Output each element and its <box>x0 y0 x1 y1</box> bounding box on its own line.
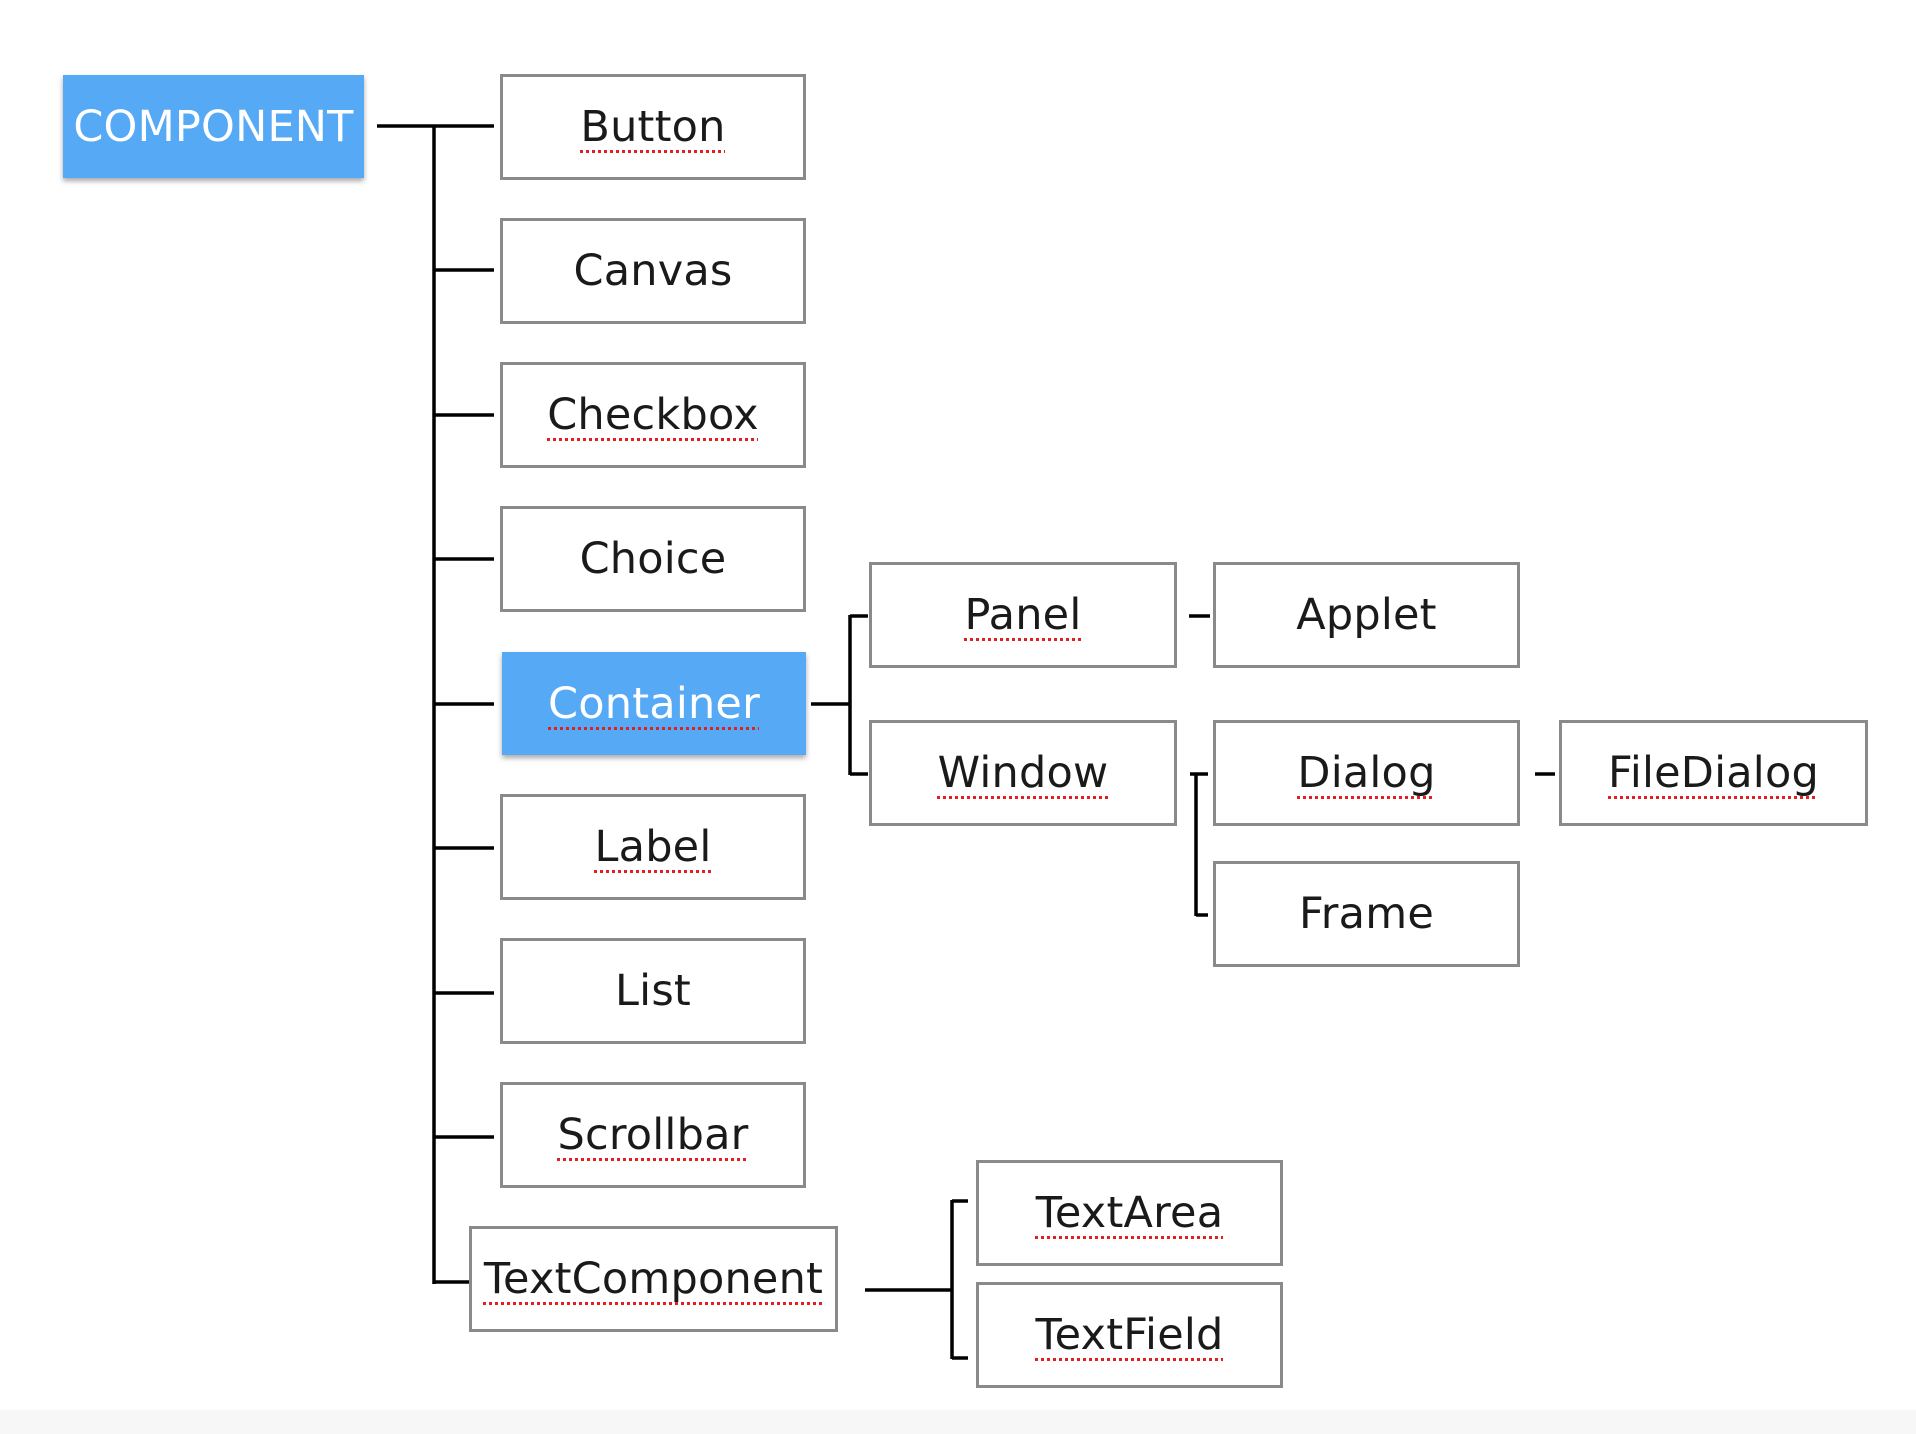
node-textfield-label: TextField <box>1035 1310 1224 1360</box>
node-canvas: Canvas <box>500 218 806 324</box>
node-window: Window <box>869 720 1177 826</box>
node-button-label: Button <box>580 102 726 152</box>
node-textfield: TextField <box>976 1282 1283 1388</box>
node-frame-label: Frame <box>1299 889 1434 939</box>
bottom-band <box>0 1410 1916 1434</box>
node-textcomponent: TextComponent <box>469 1226 838 1332</box>
node-scrollbar-label: Scrollbar <box>557 1110 749 1160</box>
node-panel-label: Panel <box>964 590 1082 640</box>
node-choice-label: Choice <box>579 534 727 584</box>
node-checkbox: Checkbox <box>500 362 806 468</box>
node-canvas-label: Canvas <box>573 246 733 296</box>
node-applet-label: Applet <box>1296 590 1437 640</box>
node-list: List <box>500 938 806 1044</box>
node-container-label: Container <box>548 678 760 729</box>
node-window-label: Window <box>937 748 1109 798</box>
node-textarea-label: TextArea <box>1035 1188 1224 1238</box>
node-dialog-label: Dialog <box>1297 748 1436 798</box>
node-list-label: List <box>615 966 691 1016</box>
node-container: Container <box>502 652 806 755</box>
node-label-label: Label <box>594 822 712 872</box>
node-filedialog: FileDialog <box>1559 720 1868 826</box>
node-textcomponent-label: TextComponent <box>483 1254 824 1304</box>
node-applet: Applet <box>1213 562 1520 668</box>
node-label: Label <box>500 794 806 900</box>
node-filedialog-label: FileDialog <box>1608 748 1819 798</box>
node-panel: Panel <box>869 562 1177 668</box>
node-component: COMPONENT <box>63 75 364 178</box>
node-frame: Frame <box>1213 861 1520 967</box>
node-button: Button <box>500 74 806 180</box>
node-choice: Choice <box>500 506 806 612</box>
node-component-label: COMPONENT <box>73 101 354 152</box>
node-dialog: Dialog <box>1213 720 1520 826</box>
node-textarea: TextArea <box>976 1160 1283 1266</box>
node-checkbox-label: Checkbox <box>547 390 759 440</box>
node-scrollbar: Scrollbar <box>500 1082 806 1188</box>
